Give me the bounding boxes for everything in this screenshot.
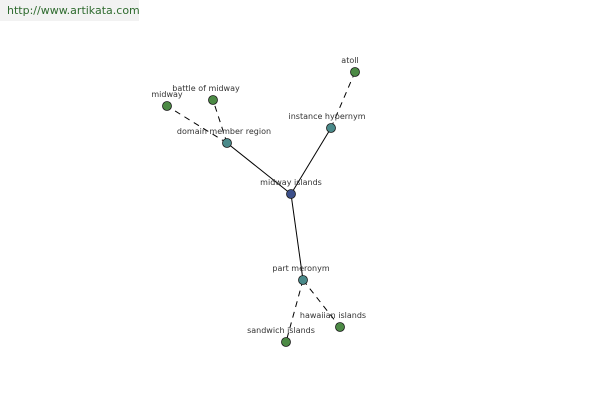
node-label-sandwich-islands[interactable]: sandwich islands	[247, 326, 315, 335]
edge-midway-islands-to-domain-member-region	[226, 142, 292, 195]
node-label-instance-hypernym[interactable]: instance hypernym	[289, 112, 366, 121]
edge-domain-member-region-to-battle-of-midway	[212, 99, 228, 144]
edge-part-meronym-to-hawaiian-islands	[302, 279, 341, 328]
node-label-atoll[interactable]: atoll	[341, 56, 358, 65]
node-instance-hypernym[interactable]	[326, 123, 336, 133]
node-part-meronym[interactable]	[298, 275, 308, 285]
node-label-part-meronym[interactable]: part meronym	[272, 264, 329, 273]
node-label-midway-islands[interactable]: midway islands	[260, 178, 322, 187]
url-banner: http://www.artikata.com	[0, 0, 140, 21]
labels-layer: midway islands instance hypernym domain me…	[151, 56, 366, 335]
node-sandwich-islands[interactable]	[281, 337, 291, 347]
edge-midway-islands-to-part-meronym	[290, 193, 304, 281]
node-midway[interactable]	[162, 101, 172, 111]
node-label-domain-member-region[interactable]: domain member region	[177, 127, 271, 136]
edge-domain-member-region-to-midway	[166, 105, 228, 144]
node-atoll[interactable]	[350, 67, 360, 77]
node-hawaiian-islands[interactable]	[335, 322, 345, 332]
node-label-midway[interactable]: midway	[151, 90, 183, 99]
edge-midway-islands-to-instance-hypernym	[290, 127, 332, 195]
node-domain-member-region[interactable]	[222, 138, 232, 148]
site-url-link[interactable]: http://www.artikata.com	[7, 4, 140, 17]
nodes-layer	[162, 67, 360, 347]
node-label-battle-of-midway[interactable]: battle of midway	[172, 84, 240, 93]
node-label-hawaiian-islands[interactable]: hawaiian islands	[300, 311, 366, 320]
node-midway-islands[interactable]	[286, 189, 296, 199]
node-battle-of-midway[interactable]	[208, 95, 218, 105]
edges-layer	[166, 71, 356, 343]
